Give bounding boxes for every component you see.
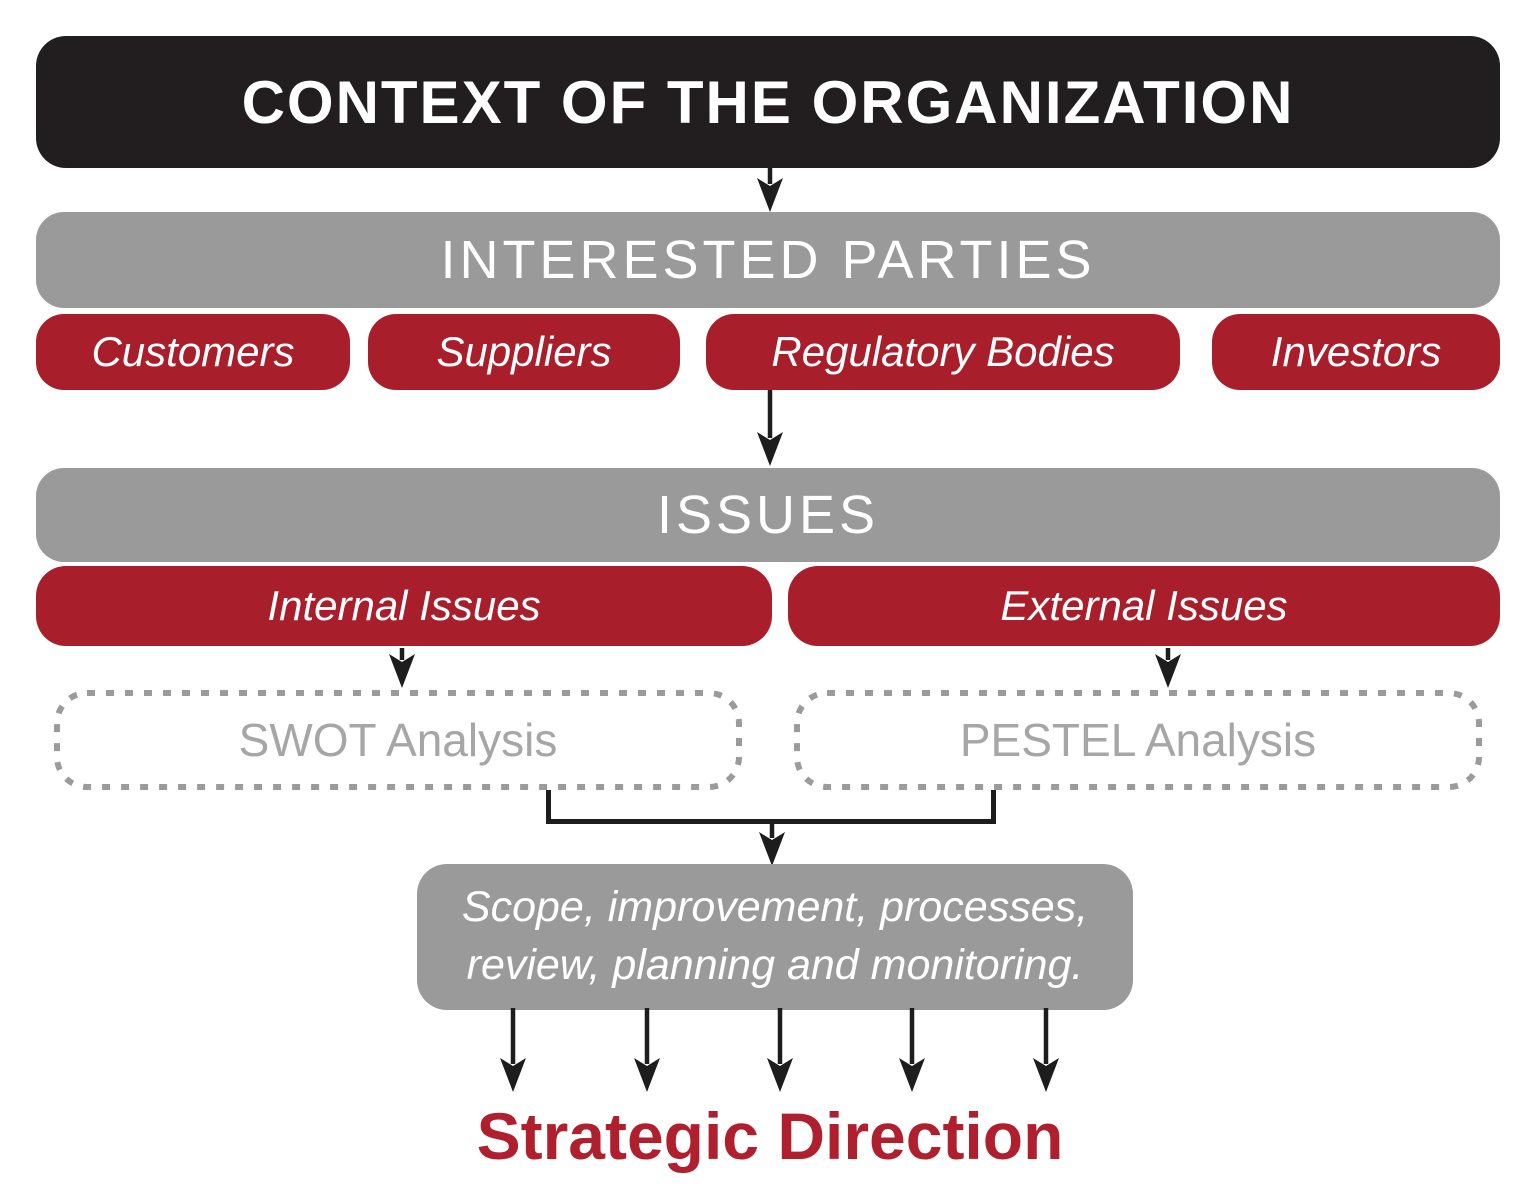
swot-analysis-box: SWOT Analysis — [54, 690, 742, 790]
connector-header-to-parties — [755, 168, 785, 212]
internal-issues-box: Internal Issues — [36, 566, 772, 646]
party-regulatory-bodies-label: Regulatory Bodies — [771, 328, 1115, 375]
dashed-border — [54, 690, 742, 790]
connector-scope-to-strategy-5 — [1031, 1008, 1061, 1092]
scope-line-1: Scope, improvement, processes, — [461, 883, 1089, 932]
arrow-down-icon — [757, 390, 783, 466]
issues-title: ISSUES — [656, 485, 880, 545]
context-header-title: CONTEXT OF THE ORGANIZATION — [241, 68, 1295, 136]
connector-scope-to-strategy-1 — [498, 1008, 528, 1092]
scope-line-2: review, planning and monitoring. — [466, 941, 1084, 989]
connector-merge-to-scope — [757, 822, 787, 866]
context-header-box: CONTEXT OF THE ORGANIZATION — [36, 36, 1500, 168]
pestel-analysis-box: PESTEL Analysis — [794, 690, 1482, 790]
scope-box: Scope, improvement, processes, review, p… — [417, 864, 1133, 1010]
pestel-analysis-label: PESTEL Analysis — [959, 714, 1317, 766]
swot-analysis-label: SWOT Analysis — [238, 714, 558, 766]
merge-connector — [546, 790, 996, 824]
connector-scope-to-strategy-4 — [897, 1008, 927, 1092]
internal-issues-label: Internal Issues — [267, 582, 541, 629]
external-issues-box: External Issues — [788, 566, 1500, 646]
party-suppliers-label: Suppliers — [436, 328, 612, 375]
party-investors-label: Investors — [1270, 328, 1442, 375]
connector-internal-to-swot — [387, 648, 417, 688]
strategic-direction-label: Strategic Direction — [476, 1099, 1064, 1173]
arrow-down-icon — [759, 822, 785, 866]
arrow-down-icon — [1033, 1008, 1059, 1092]
party-suppliers: Suppliers — [368, 314, 680, 390]
arrow-down-icon — [1155, 648, 1181, 688]
interested-parties-box: INTERESTED PARTIES — [36, 212, 1500, 308]
arrow-down-icon — [767, 1008, 793, 1092]
issues-box: ISSUES — [36, 468, 1500, 562]
external-issues-label: External Issues — [1000, 582, 1288, 629]
arrow-down-icon — [899, 1008, 925, 1092]
arrow-down-icon — [500, 1008, 526, 1092]
party-regulatory-bodies: Regulatory Bodies — [706, 314, 1180, 390]
connector-scope-to-strategy-2 — [632, 1008, 662, 1092]
arrow-down-icon — [757, 168, 783, 212]
dashed-border — [794, 690, 1482, 790]
arrow-down-icon — [389, 648, 415, 688]
party-customers-label: Customers — [91, 328, 295, 375]
connector-parties-to-issues — [755, 390, 785, 466]
party-investors: Investors — [1212, 314, 1500, 390]
interested-parties-title: INTERESTED PARTIES — [440, 230, 1096, 290]
party-customers: Customers — [36, 314, 350, 390]
arrow-down-icon — [634, 1008, 660, 1092]
connector-scope-to-strategy-3 — [765, 1008, 795, 1092]
connector-external-to-pestel — [1153, 648, 1183, 688]
